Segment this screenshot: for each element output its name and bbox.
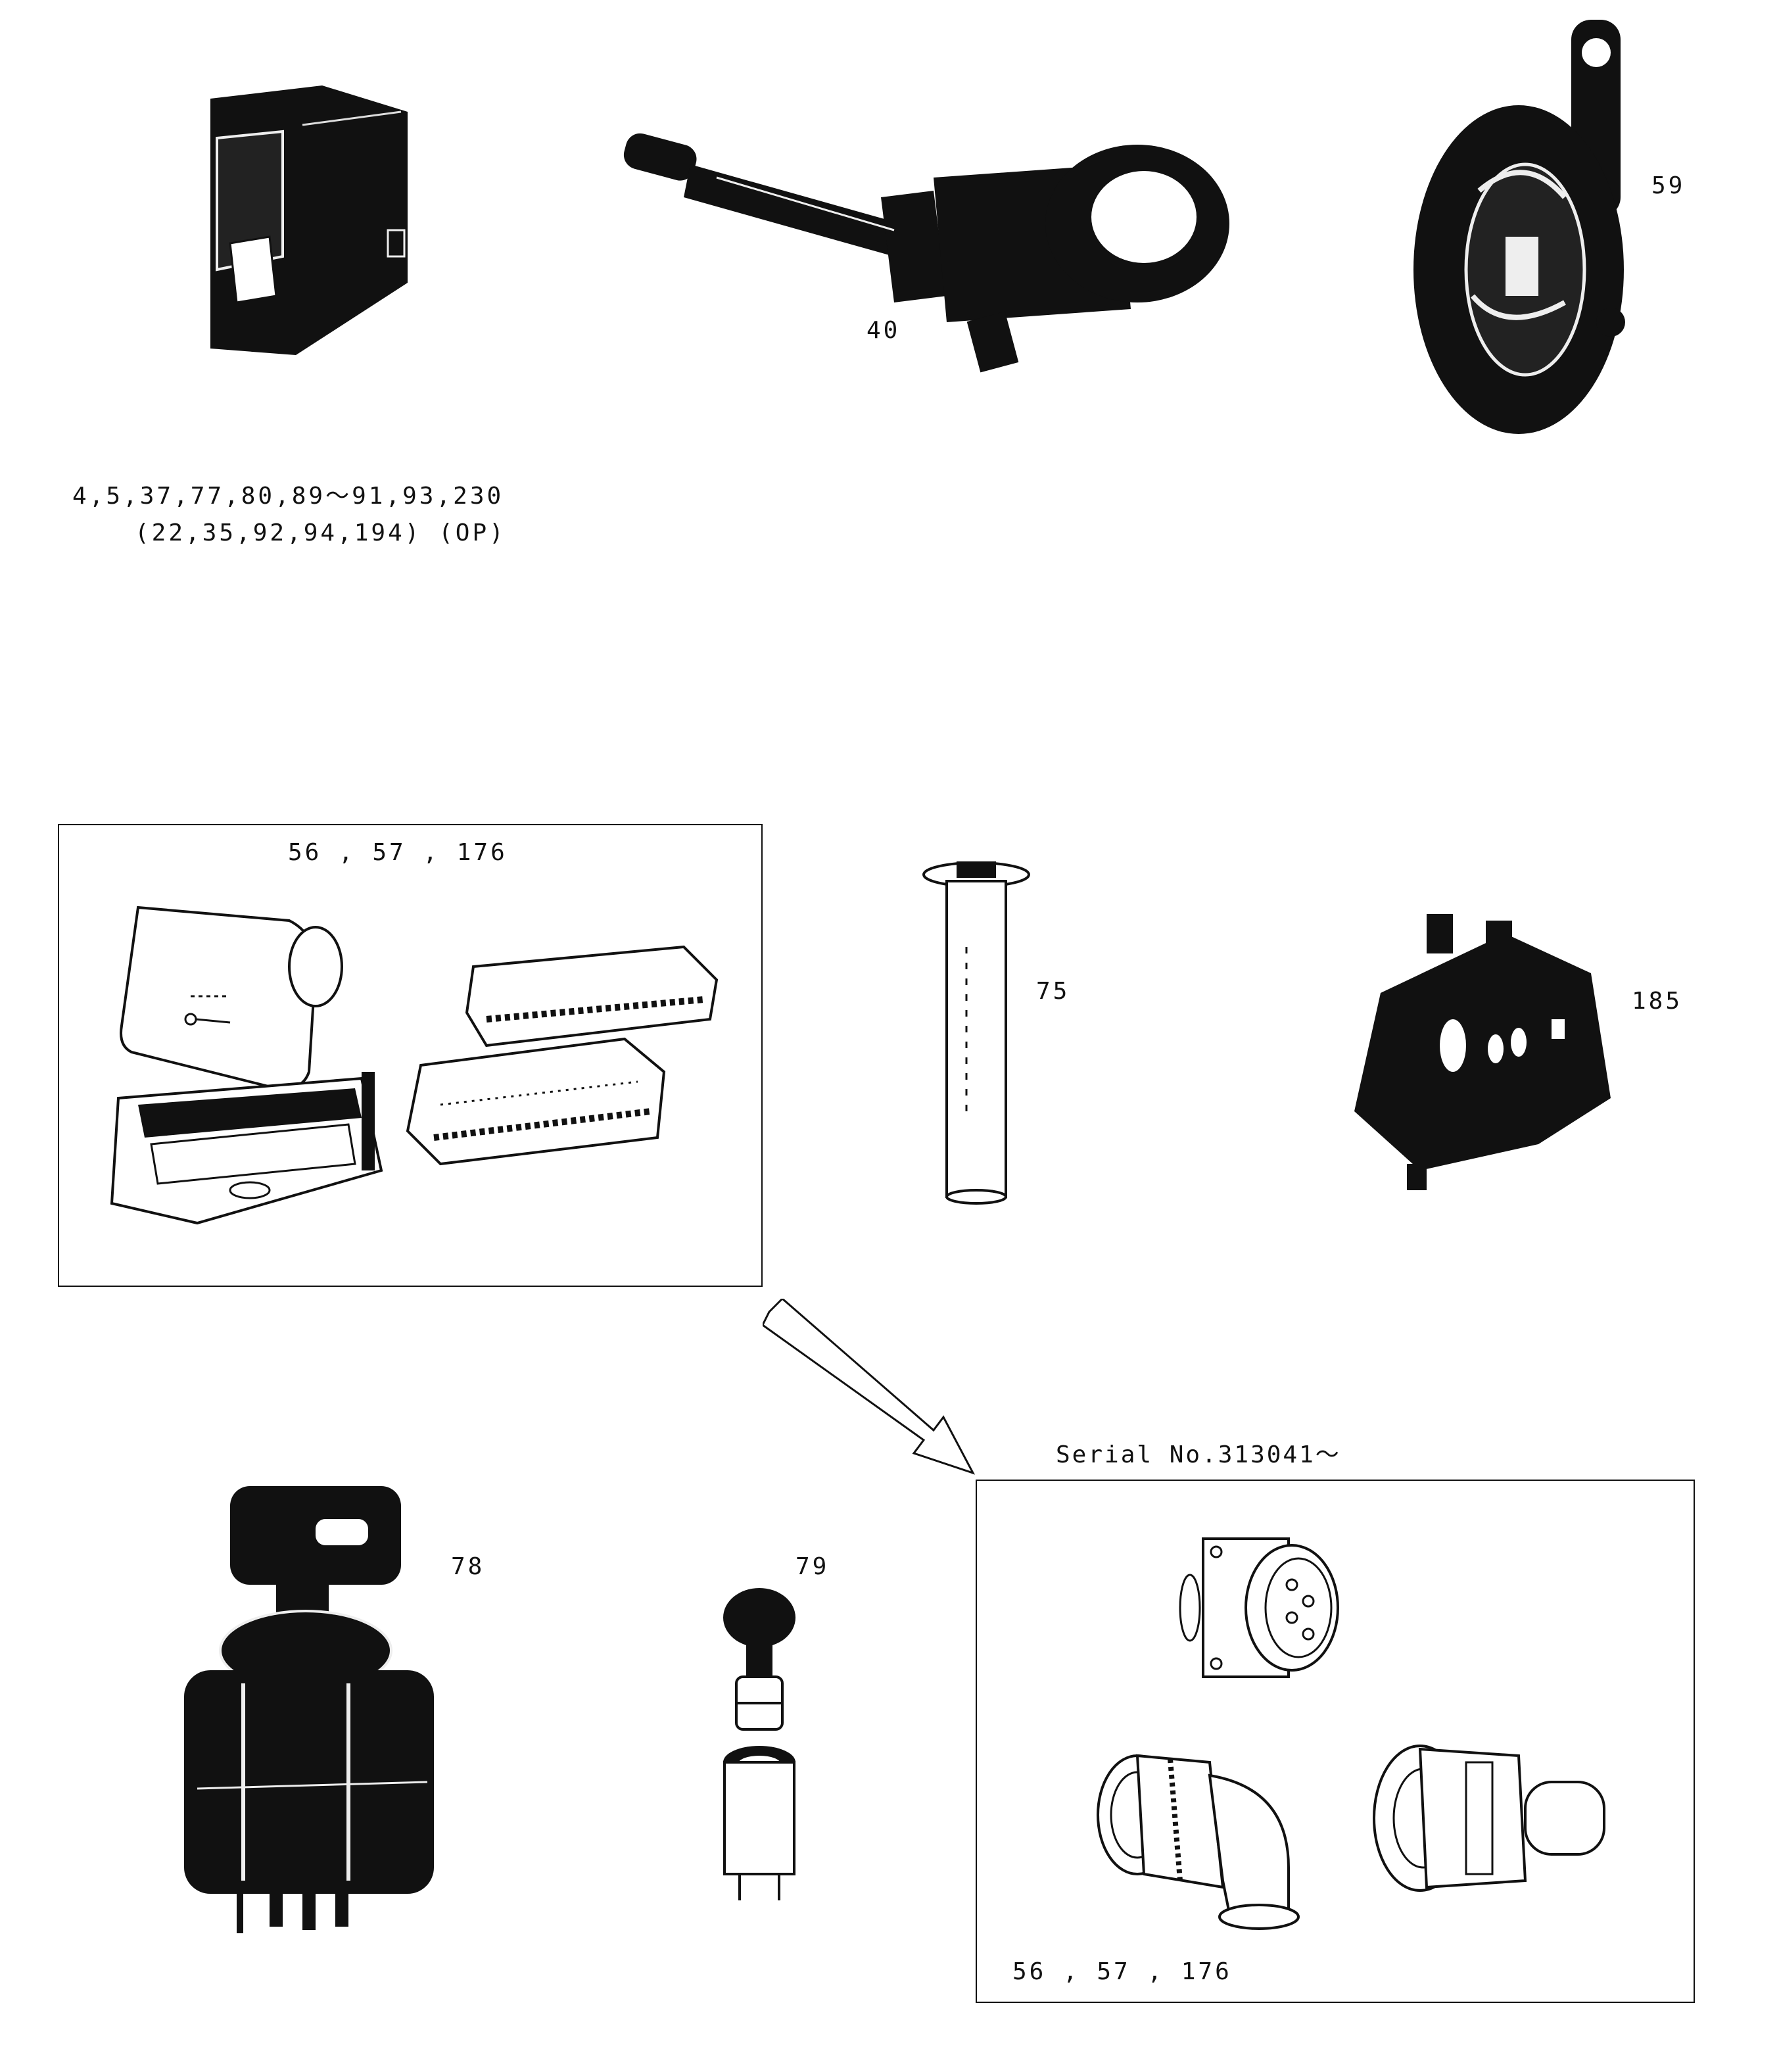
key-switch-ref: 78 — [451, 1553, 485, 1580]
fuel-sender-ref: 75 — [1036, 978, 1070, 1005]
horn-ref: 59 — [1651, 172, 1686, 199]
serial-note: Serial No.313041～ — [1056, 1441, 1341, 1468]
connector-hood-illustration — [118, 894, 355, 1098]
rocker-switch-illustration — [191, 85, 414, 355]
connector-old-frame — [58, 824, 763, 1287]
connector-housing-illustration — [99, 1072, 401, 1236]
connector-new-refs: 56 , 57 , 176 — [1012, 1958, 1232, 1985]
connector-insert-lower-illustration — [401, 1032, 677, 1177]
straight-plug-illustration — [1367, 1736, 1617, 1900]
rocker-switch-refs: 4,5,37,77,80,89～91,93,230 — [72, 483, 504, 510]
part-79-ref: 79 — [795, 1553, 830, 1580]
horn-illustration — [1407, 20, 1644, 434]
connector-insert-upper-illustration — [460, 940, 723, 1052]
arrow-icon — [763, 1299, 980, 1476]
fuel-sender-illustration — [914, 855, 1039, 1210]
part-185-illustration — [1341, 914, 1624, 1190]
elbow-plug-illustration — [1091, 1736, 1308, 1933]
rocker-switch-optional-refs: (22,35,92,94,194) (OP) — [135, 519, 506, 546]
part-185-ref: 185 — [1632, 988, 1683, 1015]
connector-old-refs: 56 , 57 , 176 — [288, 839, 508, 866]
combination-switch-illustration — [618, 125, 1236, 388]
key-switch-illustration — [171, 1473, 447, 1933]
part-79-illustration — [710, 1585, 809, 1907]
combination-switch-ref: 40 — [866, 317, 901, 344]
receptacle-connector-illustration — [1177, 1532, 1354, 1683]
connector-new-frame — [976, 1480, 1695, 2003]
